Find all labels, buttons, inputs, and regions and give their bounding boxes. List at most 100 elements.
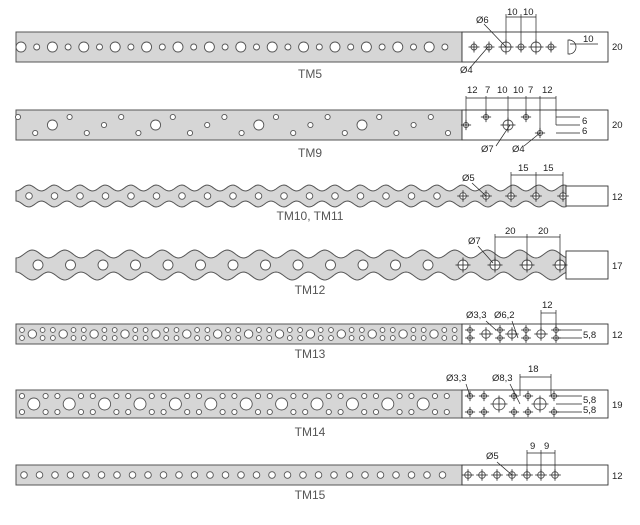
hole bbox=[15, 41, 27, 53]
hole bbox=[451, 327, 458, 333]
hole bbox=[367, 329, 377, 339]
hole bbox=[325, 392, 332, 400]
hole bbox=[361, 392, 368, 400]
hole bbox=[203, 41, 215, 53]
hole bbox=[290, 129, 297, 137]
hole bbox=[42, 408, 49, 416]
hole bbox=[266, 327, 273, 333]
hole bbox=[184, 408, 191, 416]
hole bbox=[407, 471, 416, 479]
strip-tm10-tm11: Ø5 15 15 12 TM10, TM11 bbox=[15, 163, 623, 223]
hole bbox=[290, 392, 297, 400]
hole bbox=[76, 192, 84, 200]
hole bbox=[310, 397, 324, 411]
hole bbox=[142, 327, 149, 333]
hole bbox=[125, 408, 132, 416]
hole bbox=[141, 41, 153, 53]
hole bbox=[204, 327, 211, 333]
dim-tm15-0: Ø5 bbox=[486, 451, 499, 462]
hole bbox=[113, 392, 120, 400]
hole bbox=[372, 408, 380, 416]
hole bbox=[58, 329, 68, 339]
centered-hole bbox=[462, 469, 474, 481]
hole bbox=[341, 129, 348, 137]
centered-hole bbox=[531, 395, 549, 413]
hole bbox=[410, 335, 417, 341]
hole bbox=[314, 471, 323, 479]
hole bbox=[389, 327, 396, 333]
hole bbox=[18, 408, 26, 416]
hole bbox=[347, 43, 355, 51]
strip-tm5-width: 20 bbox=[612, 42, 623, 53]
hole bbox=[27, 397, 41, 411]
dim-tm9-9: 6 bbox=[582, 126, 587, 137]
hole bbox=[225, 327, 231, 333]
hole bbox=[77, 392, 85, 400]
hole bbox=[194, 327, 200, 333]
hole bbox=[393, 129, 400, 137]
hole bbox=[266, 335, 273, 341]
centered-hole bbox=[491, 469, 503, 481]
hole bbox=[125, 392, 132, 400]
dim-tm14-3: 5,8 bbox=[583, 395, 596, 406]
hole bbox=[231, 392, 238, 400]
hole bbox=[272, 113, 280, 121]
hole bbox=[62, 397, 76, 411]
strip-tm13-holes bbox=[19, 327, 458, 341]
hole bbox=[451, 335, 458, 341]
hole bbox=[253, 43, 260, 51]
strip-tm13-body bbox=[15, 323, 463, 345]
hole bbox=[330, 471, 338, 479]
hole bbox=[151, 329, 161, 339]
hole bbox=[345, 471, 354, 479]
hole bbox=[80, 335, 87, 341]
centered-hole bbox=[522, 406, 534, 418]
hole bbox=[70, 335, 77, 341]
hole bbox=[172, 41, 184, 53]
dim-tm9-8: 6 bbox=[582, 116, 587, 127]
strip-tm10-holes bbox=[25, 192, 441, 200]
hole bbox=[96, 43, 103, 51]
hole bbox=[361, 471, 369, 479]
hole bbox=[203, 192, 212, 200]
hole bbox=[219, 392, 226, 400]
hole bbox=[359, 335, 365, 341]
hole bbox=[50, 335, 56, 341]
centered-hole bbox=[545, 41, 557, 53]
strip-tm15-width: 12 bbox=[612, 471, 623, 482]
hole bbox=[254, 192, 263, 200]
strip-tm12-holes bbox=[32, 259, 434, 271]
hole bbox=[317, 327, 324, 333]
hole bbox=[398, 329, 408, 339]
strip-tm5: Ø6 Ø4 10 10 10 20 TM5 bbox=[15, 7, 623, 81]
hole bbox=[237, 471, 245, 479]
hole bbox=[78, 41, 90, 53]
hole bbox=[175, 471, 183, 479]
hole bbox=[266, 41, 278, 53]
strip-tm5-slot-arc bbox=[568, 39, 577, 55]
strip-tm10-width: 12 bbox=[612, 192, 623, 203]
hole bbox=[127, 192, 135, 200]
hole bbox=[132, 335, 139, 341]
hole bbox=[20, 471, 28, 479]
hole bbox=[195, 259, 206, 271]
hole bbox=[266, 392, 273, 400]
hole bbox=[221, 43, 229, 51]
strip-tm9-body bbox=[15, 109, 463, 141]
hole bbox=[441, 43, 449, 51]
hole bbox=[204, 397, 218, 411]
hole bbox=[299, 471, 307, 479]
hole bbox=[416, 397, 430, 411]
hole bbox=[190, 471, 199, 479]
dim-tm5-0: Ø6 bbox=[476, 15, 489, 26]
hole bbox=[18, 392, 26, 400]
hole bbox=[302, 392, 309, 400]
hole bbox=[286, 335, 293, 341]
hole bbox=[396, 408, 403, 416]
hole bbox=[152, 192, 161, 200]
hole bbox=[27, 329, 37, 339]
centered-hole bbox=[479, 327, 493, 341]
hole bbox=[376, 471, 385, 479]
hole bbox=[163, 327, 170, 333]
hole bbox=[39, 327, 46, 333]
